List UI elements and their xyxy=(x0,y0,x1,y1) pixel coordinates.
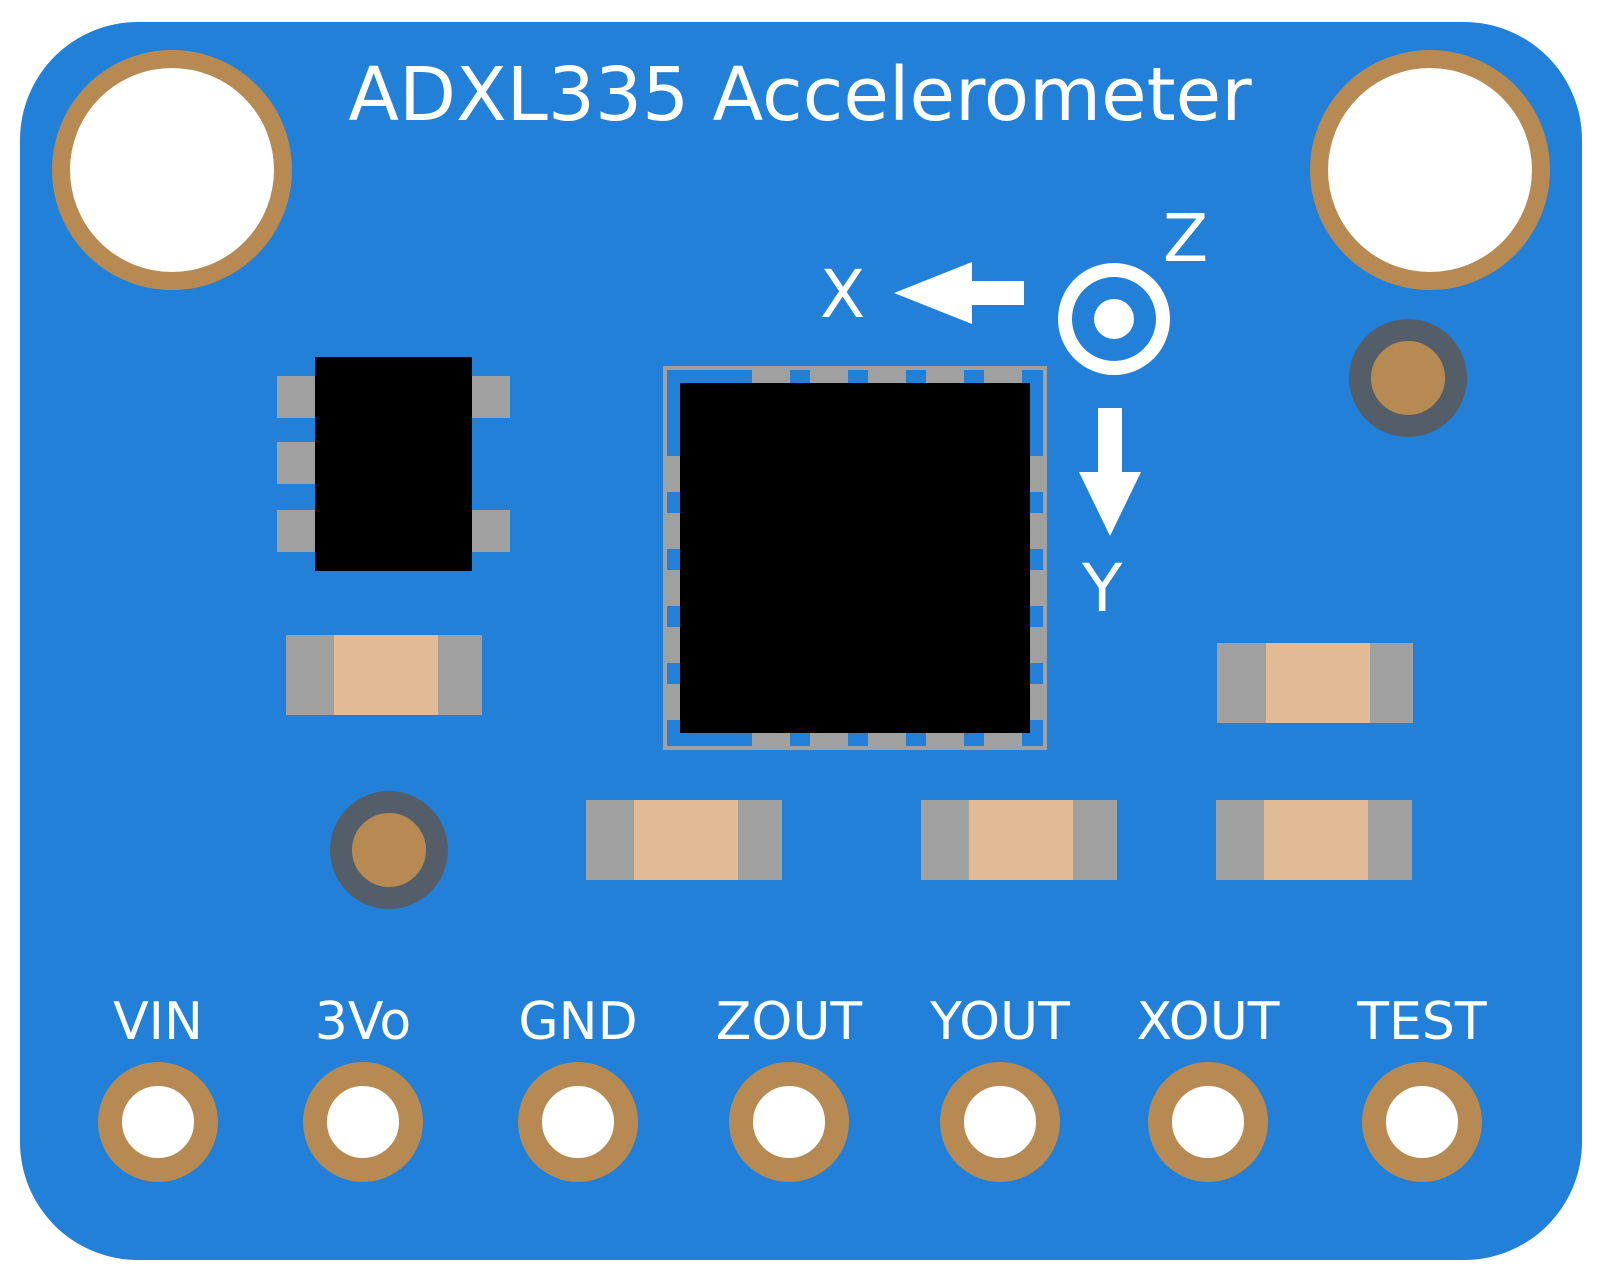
ic-chip-icon xyxy=(680,383,1030,733)
pin-hole-zout xyxy=(729,1062,849,1182)
chip-pad xyxy=(663,456,683,492)
pin-label-3vo: 3Vo xyxy=(314,992,412,1052)
pin-hole-xout xyxy=(1148,1062,1268,1182)
chip-pad xyxy=(663,513,683,549)
pin-label-zout: ZOUT xyxy=(715,992,863,1052)
chip-pad xyxy=(1027,513,1047,549)
chip-pad xyxy=(663,684,683,720)
pin-header xyxy=(98,1062,1482,1182)
z-axis-dot-icon xyxy=(1058,263,1170,375)
pin-hole-vin xyxy=(98,1062,218,1182)
arrow-left-icon xyxy=(894,262,1024,324)
pin-label-test: TEST xyxy=(1357,992,1487,1052)
chip-pad xyxy=(277,442,321,484)
axis-x-label: X xyxy=(820,256,866,333)
chip-pad xyxy=(663,627,683,663)
via-icon xyxy=(330,791,448,909)
chip-pad xyxy=(1027,627,1047,663)
pin-label-vin: VIN xyxy=(113,992,203,1052)
chip-pad xyxy=(466,376,510,418)
mounting-hole-icon xyxy=(52,50,292,290)
via-icon xyxy=(1349,319,1467,437)
chip-pad xyxy=(1027,456,1047,492)
capacitor-icon xyxy=(586,800,782,880)
pin-label-yout: YOUT xyxy=(930,992,1070,1052)
pin-label-xout: XOUT xyxy=(1136,992,1280,1052)
pin-hole-gnd xyxy=(518,1062,638,1182)
chip-pad xyxy=(277,376,321,418)
pin-hole-yout xyxy=(940,1062,1060,1182)
capacitor-icon xyxy=(1217,643,1413,723)
chip-pad xyxy=(926,730,964,750)
chip-pad xyxy=(1027,570,1047,606)
arrow-down-icon xyxy=(1079,408,1141,536)
chip-pad xyxy=(752,730,790,750)
axis-y-label: Y xyxy=(1082,550,1123,627)
chip-pad xyxy=(984,730,1022,750)
chip-pad xyxy=(752,366,790,386)
chip-pad xyxy=(663,570,683,606)
pin-label-gnd: GND xyxy=(518,992,638,1052)
chip-pad xyxy=(984,366,1022,386)
pin-hole-test xyxy=(1362,1062,1482,1182)
chip-pad xyxy=(810,730,848,750)
accelerometer-chip xyxy=(663,366,1047,750)
chip-pad xyxy=(868,730,906,750)
chip-pad xyxy=(868,366,906,386)
chip-pad xyxy=(926,366,964,386)
regulator-chip xyxy=(277,357,510,571)
board-title: ADXL335 Accelerometer xyxy=(348,52,1252,138)
ic-chip-icon xyxy=(315,357,472,571)
chip-pad xyxy=(1027,684,1047,720)
chip-pad xyxy=(810,366,848,386)
capacitor-icon xyxy=(1216,800,1412,880)
capacitor-icon xyxy=(921,800,1117,880)
axis-z-label: Z xyxy=(1163,200,1209,277)
chip-pads xyxy=(663,366,1047,750)
capacitor-icon xyxy=(286,635,482,715)
pin-hole-3vo xyxy=(303,1062,423,1182)
mounting-hole-icon xyxy=(1310,50,1550,290)
chip-pad xyxy=(466,510,510,552)
chip-pad xyxy=(277,510,321,552)
